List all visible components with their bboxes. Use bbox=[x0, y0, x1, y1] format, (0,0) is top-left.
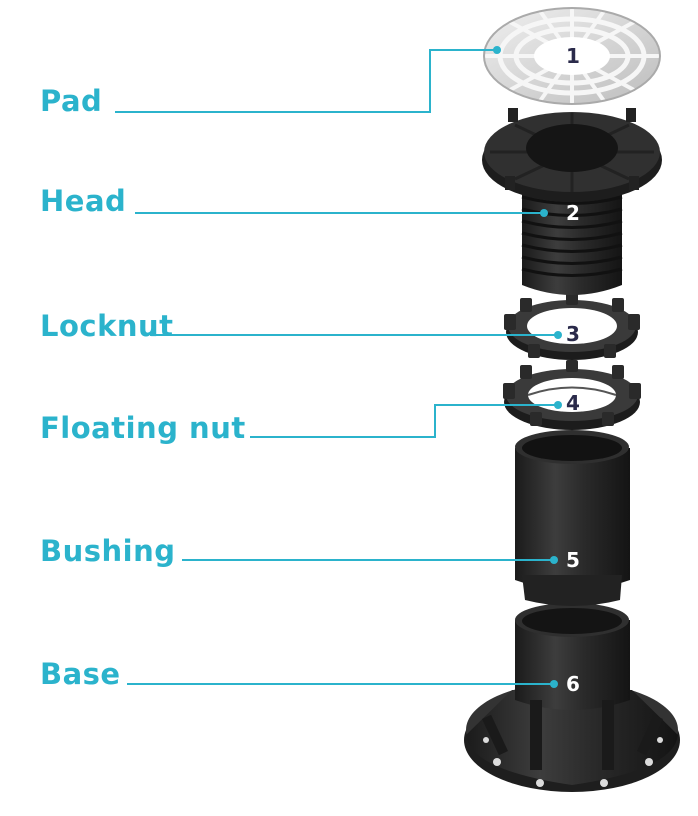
leader-lines bbox=[115, 49, 558, 685]
label-pad: Pad bbox=[40, 84, 103, 118]
part-number-5: 5 bbox=[566, 548, 580, 572]
part-numbers: 1 2 3 4 5 6 bbox=[566, 44, 580, 696]
label-floating-nut: Floating nut bbox=[40, 411, 246, 445]
label-base: Base bbox=[40, 657, 121, 691]
part-number-3: 3 bbox=[566, 322, 580, 346]
base-part bbox=[464, 603, 680, 792]
label-bushing: Bushing bbox=[40, 534, 176, 568]
part-number-1: 1 bbox=[566, 44, 580, 68]
part-number-2: 2 bbox=[566, 201, 580, 225]
label-head: Head bbox=[40, 184, 127, 218]
label-locknut: Locknut bbox=[40, 309, 174, 343]
pad-part bbox=[483, 7, 661, 105]
locknut-part bbox=[504, 293, 640, 360]
floating-nut-part bbox=[503, 360, 641, 430]
leader-line-pad bbox=[115, 49, 497, 113]
part-number-4: 4 bbox=[566, 391, 580, 415]
bushing-part bbox=[515, 430, 630, 606]
leader-line-floating-nut bbox=[250, 404, 558, 438]
leader-dots bbox=[493, 46, 562, 688]
part-number-6: 6 bbox=[566, 672, 580, 696]
head-part bbox=[482, 108, 662, 295]
